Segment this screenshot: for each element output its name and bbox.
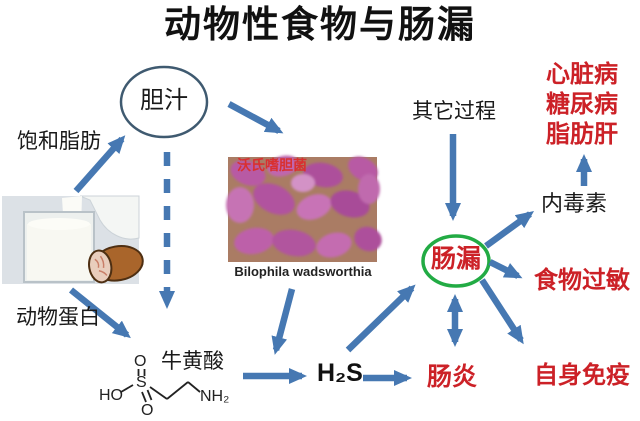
node-heart-disease: 心脏病 bbox=[546, 62, 618, 88]
node-saturated-fat: 饱和脂肪 bbox=[17, 129, 101, 153]
bacteria-caption: Bilophila wadsworthia bbox=[234, 264, 372, 279]
node-food-allergy: 食物过敏 bbox=[534, 268, 630, 294]
node-taurine: 牛黄酸 bbox=[161, 349, 224, 373]
atom-oxygen-top: O bbox=[134, 353, 147, 370]
bacteria-overlay-label: 沃氏嗜胆菌 bbox=[237, 159, 307, 174]
leaky-gut-ellipse bbox=[421, 234, 491, 288]
node-animal-protein: 动物蛋白 bbox=[16, 305, 100, 329]
atom-oxygen-bottom: O bbox=[141, 402, 154, 419]
node-enteritis: 肠炎 bbox=[427, 364, 478, 391]
node-other-process: 其它过程 bbox=[412, 99, 496, 123]
arrow-protein-to-taurine bbox=[68, 287, 131, 339]
sausage-clipart bbox=[88, 245, 144, 284]
node-endotoxin: 内毒素 bbox=[541, 191, 608, 216]
arrow-leakygut-to-autoimmune bbox=[479, 278, 524, 345]
node-diabetes: 糖尿病 bbox=[546, 92, 618, 118]
bacteria-photo bbox=[226, 155, 382, 262]
atom-sulfur: S bbox=[136, 374, 147, 391]
arrow-bacteria-to-h2s bbox=[271, 288, 296, 355]
milk-meat-photo bbox=[2, 195, 144, 284]
atom-hydroxyl: HO bbox=[99, 387, 123, 404]
arrow-milk-to-bile bbox=[73, 135, 126, 194]
arrow-bile-to-bacteria bbox=[227, 101, 284, 134]
atom-amine: NH₂ bbox=[200, 388, 230, 405]
arrow-h2s-to-leakygut bbox=[345, 284, 416, 353]
node-h2s: H₂S bbox=[317, 359, 363, 387]
node-fatty-liver: 脂肪肝 bbox=[546, 122, 618, 148]
node-leaky-gut: 肠漏 bbox=[430, 246, 481, 273]
bile-ellipse bbox=[119, 65, 209, 139]
node-autoimmune: 自身免疫 bbox=[534, 363, 630, 389]
taurine-structure-bonds bbox=[120, 369, 201, 403]
page-title: 动物性食物与肠漏 bbox=[164, 5, 476, 46]
arrow-leakygut-to-endotoxin bbox=[484, 211, 535, 249]
arrow-leakygut-to-foodallergy bbox=[488, 259, 523, 279]
node-bile: 胆汁 bbox=[140, 88, 188, 114]
